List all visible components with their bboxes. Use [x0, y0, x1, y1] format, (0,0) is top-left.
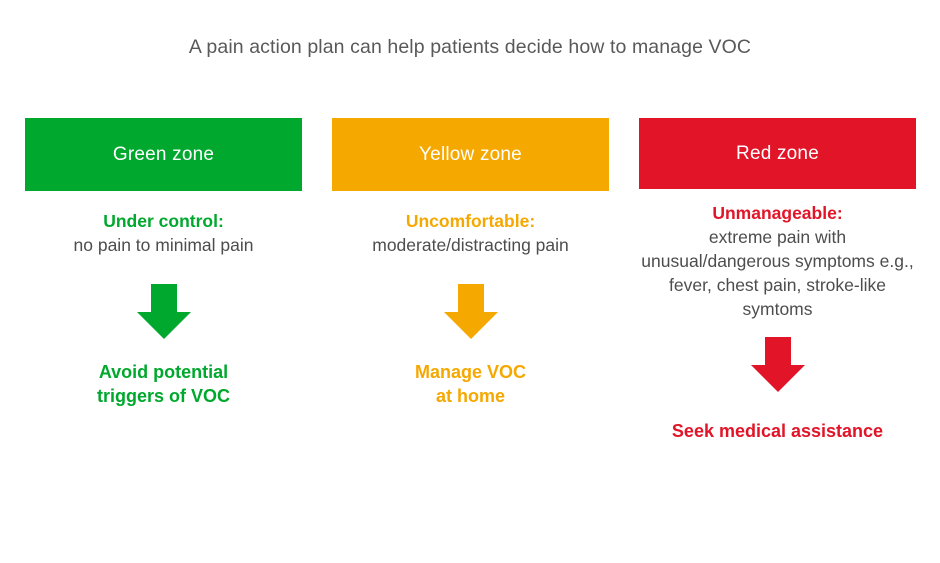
zone-descriptor-body-yellow: moderate/distracting pain [372, 235, 569, 255]
zone-column-yellow: Yellow zone Uncomfortable: moderate/dist… [332, 118, 609, 408]
arrow-shaft [764, 337, 791, 367]
zone-descriptor-lede-red: Unmanageable: [712, 203, 843, 223]
zone-descriptor-lede-yellow: Uncomfortable: [405, 211, 536, 231]
zone-descriptor-lede-green: Under control: [103, 211, 224, 231]
arrow-shaft [457, 284, 484, 314]
zone-descriptor-body-green: no pain to minimal pain [73, 235, 254, 255]
zone-descriptor-body-red: extreme pain with unusual/dangerous symp… [641, 227, 914, 319]
down-arrow-icon-green [136, 284, 191, 339]
zone-action-red: Seek medical assistance [671, 421, 884, 441]
page-title: A pain action plan can help patients dec… [188, 36, 752, 58]
down-arrow-icon-red [750, 337, 805, 392]
zone-banner-yellow: Yellow zone [332, 118, 609, 191]
zone-descriptor-green: Under control: no pain to minimal pain [25, 209, 302, 257]
zone-column-red: Red zone Unmanageable: extreme pain with… [639, 118, 916, 443]
zone-descriptor-red: Unmanageable: extreme pain with unusual/… [639, 201, 916, 321]
zone-banner-green: Green zone [25, 118, 302, 191]
arrow-shaft [150, 284, 177, 314]
arrow-head [750, 365, 805, 392]
zone-descriptor-yellow: Uncomfortable: moderate/distracting pain [332, 209, 609, 257]
zone-banner-red: Red zone [639, 118, 916, 189]
zone-columns: Green zone Under control: no pain to min… [0, 118, 940, 548]
arrow-head [136, 312, 191, 339]
down-arrow-icon-yellow [443, 284, 498, 339]
zone-column-green: Green zone Under control: no pain to min… [25, 118, 302, 408]
arrow-head [443, 312, 498, 339]
